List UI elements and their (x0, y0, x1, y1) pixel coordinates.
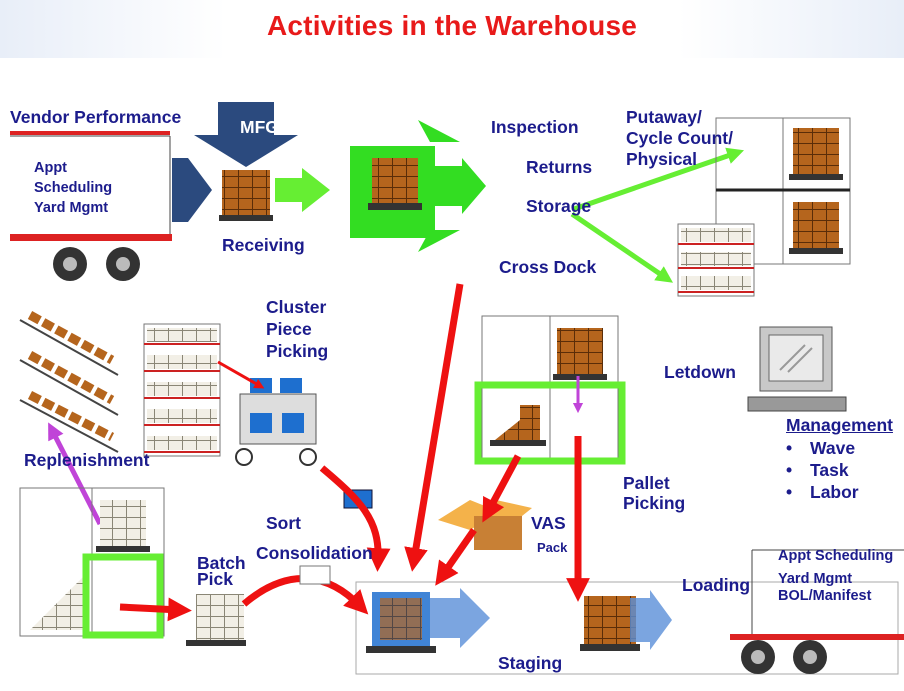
receiving-pallet-icon (219, 170, 273, 221)
inbound-truck-icon (10, 131, 172, 281)
cluster-cart-icon (235, 378, 317, 466)
appt-label: Appt (34, 160, 68, 176)
piece-label: Piece (266, 319, 312, 339)
sort-label: Sort (266, 513, 301, 533)
management-item-task: Task (786, 460, 849, 481)
bol-manifest-label: BOL/Manifest (778, 588, 872, 604)
page-title: Activities in the Warehouse (266, 10, 637, 41)
outbound-truck-icon (730, 549, 904, 674)
consolidation-label: Consolidation (256, 543, 373, 563)
mfg-label: MFG (240, 117, 279, 137)
flow-rack-icon (19, 311, 119, 453)
pallet-label: Pallet (623, 473, 670, 493)
reserve-rack-icon (19, 487, 165, 639)
mfg-arrow-icon (194, 102, 298, 167)
returns-label: Returns (526, 157, 593, 177)
piece-rack-icon (143, 323, 221, 457)
staging-label: Staging (498, 653, 563, 673)
picking-label: Picking (266, 341, 329, 361)
batch-label: Batch (197, 553, 246, 573)
management-item-wave: Wave (786, 438, 855, 459)
cycle-count-label: Cycle Count/ (626, 128, 733, 148)
green-arrow-icon (275, 168, 330, 212)
putaway-label: Putaway/ (626, 107, 702, 127)
outbound-flow-arrows (241, 283, 590, 615)
management-item-labor: Labor (786, 482, 859, 503)
letdown-label: Letdown (664, 362, 736, 382)
crossdock-rack-icon (677, 223, 755, 297)
pack-label: Pack (537, 540, 568, 555)
pallet-picking-label: Picking (623, 493, 686, 513)
computer-icon (747, 326, 847, 412)
pallet-rack-icon (474, 315, 626, 465)
scheduling-label: Scheduling (34, 180, 113, 196)
vas-box-icon (438, 500, 532, 550)
replenishment-label: Replenishment (24, 450, 150, 470)
yard-mgmt-outbound-label: Yard Mgmt (778, 571, 853, 587)
appt-scheduling-label: Appt Scheduling (778, 548, 894, 564)
management-heading: Management (786, 415, 893, 435)
pick-label: Pick (197, 569, 233, 589)
storage-rack-icon (715, 117, 851, 265)
vas-label: VAS (531, 513, 566, 533)
vendor-performance-label: Vendor Performance (10, 107, 182, 127)
vendor-arrow-icon (172, 158, 212, 222)
inspection-label: Inspection (491, 117, 579, 137)
cluster-label: Cluster (266, 297, 327, 317)
receiving-label: Receiving (222, 235, 305, 255)
physical-label: Physical (626, 149, 698, 169)
cross-dock-label: Cross Dock (499, 257, 597, 277)
batch-pallet-icon (186, 594, 246, 646)
storage-label: Storage (526, 196, 592, 216)
loading-label: Loading (682, 575, 751, 595)
yard-mgmt-label: Yard Mgmt (34, 200, 109, 216)
storage-branch-icon (350, 120, 486, 252)
title-banner (0, 0, 904, 58)
staging-area-icon (355, 581, 899, 675)
